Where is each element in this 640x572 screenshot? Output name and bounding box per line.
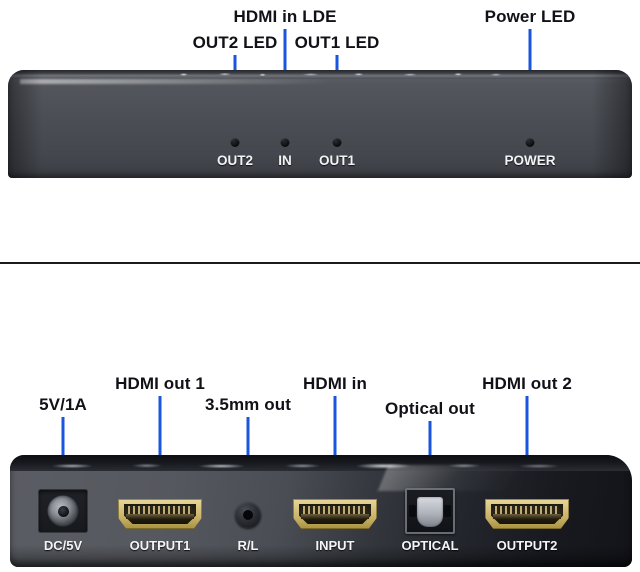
hdmi-output1-pins [128,506,192,515]
port-label-dc-5v: DC/5V [43,538,83,553]
callout-label-hdmi-out-2: HDMI out 2 [482,374,572,393]
led-label-power: POWER [504,153,556,168]
optical-notch-right [444,505,451,518]
hdmi-output2-pins [495,506,559,515]
hdmi-input-lip [301,514,369,519]
led-label-out2: OUT2 [216,153,254,168]
port-optical-toslink [405,488,455,534]
led-in [280,138,290,147]
section-divider [0,262,640,264]
hdmi-input-pins [303,506,367,515]
hdmi-output1-lip [126,514,194,519]
callout-label-optical-out: Optical out [385,399,475,418]
port-label-output2: OUTPUT2 [496,538,558,553]
port-label-output1: OUTPUT1 [129,538,191,553]
callout-label-5v-1a: 5V/1A [39,395,87,414]
callout-label-hdmi-in-lde: HDMI in LDE [233,7,337,26]
port-dc-power [38,489,88,533]
front-panel-right-shading [592,70,632,178]
callout-label-3-5mm-out: 3.5mm out [205,395,291,414]
callout-label-power-led: Power LED [484,7,576,26]
port-label-input: INPUT [315,538,355,553]
port-audio-rl [235,502,261,528]
device-front-panel: OUT2 IN OUT1 POWER [8,70,632,178]
callout-line-hdmi-in [333,396,337,492]
front-panel-sheen [20,79,333,84]
led-label-in: IN [278,153,292,168]
callout-line-hdmi-out-1 [158,396,162,492]
optical-shutter-icon [417,496,443,527]
port-label-optical: OPTICAL [401,538,459,553]
led-label-out1: OUT1 [318,153,356,168]
front-panel-left-shading [8,70,42,178]
rear-panel-deck-highlight [10,463,632,469]
front-panel-vent-texture [170,71,514,78]
port-hdmi-output1 [118,499,202,529]
callout-label-hdmi-in: HDMI in [303,374,367,393]
hdmi-output2-lip [493,514,561,519]
led-out2 [230,138,240,147]
port-hdmi-output2 [485,499,569,529]
callout-line-hdmi-out-2 [525,396,529,492]
callout-label-hdmi-out-1: HDMI out 1 [115,374,205,393]
port-hdmi-input [293,499,377,529]
dc-barrel-icon [47,495,79,527]
device-rear-panel: DC/5V OUTPUT1 R/L INPUT OPTICAL OUTPUT2 [10,455,632,567]
led-power [525,138,535,147]
led-out1 [332,138,342,147]
callout-label-out2-led: OUT2 LED [192,33,278,52]
callout-label-out1-led: OUT1 LED [294,33,380,52]
optical-notch-left [409,505,416,518]
port-label-rl: R/L [237,538,259,553]
rear-panel-bottom-shading [10,545,632,567]
